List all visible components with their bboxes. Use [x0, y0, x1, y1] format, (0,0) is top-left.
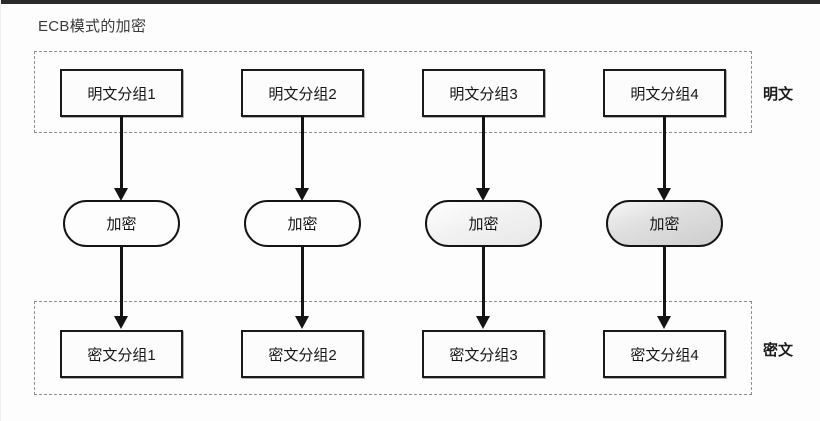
arrow-shaft — [120, 247, 123, 318]
arrow-head-icon — [114, 316, 128, 329]
arrow-shaft — [301, 247, 304, 318]
arrow-head-icon — [657, 316, 671, 329]
arrow-plaintext-3-to-encrypt-3 — [474, 116, 492, 202]
arrow-encrypt-4-to-ciphertext-4 — [655, 247, 673, 331]
ciphertext-block-4: 密文分组4 — [603, 330, 726, 378]
encrypt-node-4: 加密 — [606, 200, 723, 247]
arrow-shaft — [663, 116, 666, 190]
arrow-encrypt-2-to-ciphertext-2 — [293, 247, 311, 331]
plaintext-block-4: 明文分组4 — [603, 69, 726, 117]
arrow-encrypt-1-to-ciphertext-1 — [112, 247, 130, 331]
page-title: ECB模式的加密 — [38, 18, 147, 35]
arrow-shaft — [120, 116, 123, 190]
ciphertext-block-3: 密文分组3 — [422, 330, 545, 378]
encrypt-node-3: 加密 — [425, 200, 542, 247]
arrow-head-icon — [295, 316, 309, 329]
arrow-encrypt-3-to-ciphertext-3 — [474, 247, 492, 331]
arrow-shaft — [482, 247, 485, 318]
plaintext-block-2: 明文分组2 — [241, 69, 364, 117]
arrow-plaintext-1-to-encrypt-1 — [112, 116, 130, 202]
encrypt-node-2: 加密 — [244, 200, 361, 247]
arrow-head-icon — [476, 316, 490, 329]
arrow-head-icon — [657, 188, 671, 201]
arrow-plaintext-4-to-encrypt-4 — [655, 116, 673, 202]
plaintext-block-3: 明文分组3 — [422, 69, 545, 117]
plaintext-group-container — [34, 51, 752, 133]
ciphertext-block-1: 密文分组1 — [60, 330, 183, 378]
arrow-shaft — [301, 116, 304, 190]
encrypt-node-1: 加密 — [63, 200, 180, 247]
ciphertext-block-2: 密文分组2 — [241, 330, 364, 378]
arrow-shaft — [663, 247, 666, 318]
arrow-head-icon — [295, 188, 309, 201]
plaintext-block-1: 明文分组1 — [60, 69, 183, 117]
plaintext-group-label: 明文 — [763, 86, 794, 103]
ciphertext-group-label: 密文 — [763, 342, 794, 359]
arrow-head-icon — [476, 188, 490, 201]
arrow-plaintext-2-to-encrypt-2 — [293, 116, 311, 202]
ciphertext-group-container — [34, 301, 752, 395]
top-edge-bar — [1, 0, 820, 4]
arrow-head-icon — [114, 188, 128, 201]
arrow-shaft — [482, 116, 485, 190]
